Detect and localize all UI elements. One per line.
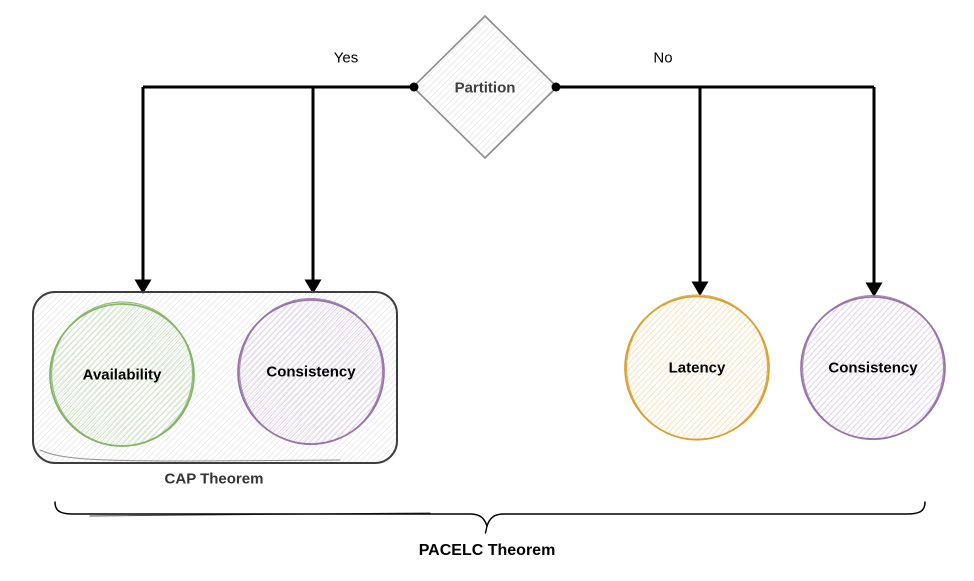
arrowhead-elc-consistency	[865, 282, 883, 297]
cap-consistency-label: Consistency	[266, 363, 356, 381]
elc-consistency-circle	[800, 294, 946, 441]
pacelc-brace	[54, 501, 926, 534]
right-connector-dot	[551, 82, 561, 92]
yes-branch-label: Yes	[333, 49, 359, 67]
partition-decision-diamond	[409, 14, 561, 160]
cap-theorem-label: CAP Theorem	[164, 470, 264, 488]
left-connector-dot	[409, 82, 419, 92]
cap-consistency-circle	[237, 297, 385, 446]
latency-label: Latency	[668, 359, 726, 377]
partition-label: Partition	[454, 79, 516, 97]
availability-circle	[49, 301, 195, 447]
arrowhead-latency	[691, 281, 709, 296]
arrowhead-availability	[134, 279, 152, 294]
no-branch-label: No	[653, 49, 673, 67]
availability-label: Availability	[82, 366, 162, 384]
no-branch-edges	[556, 85, 883, 297]
pacelc-theorem-label: PACELC Theorem	[418, 542, 556, 559]
yes-branch-edges	[134, 85, 414, 294]
latency-circle	[624, 294, 770, 441]
elc-consistency-label: Consistency	[828, 359, 918, 377]
arrowhead-cap-consistency	[304, 279, 322, 294]
